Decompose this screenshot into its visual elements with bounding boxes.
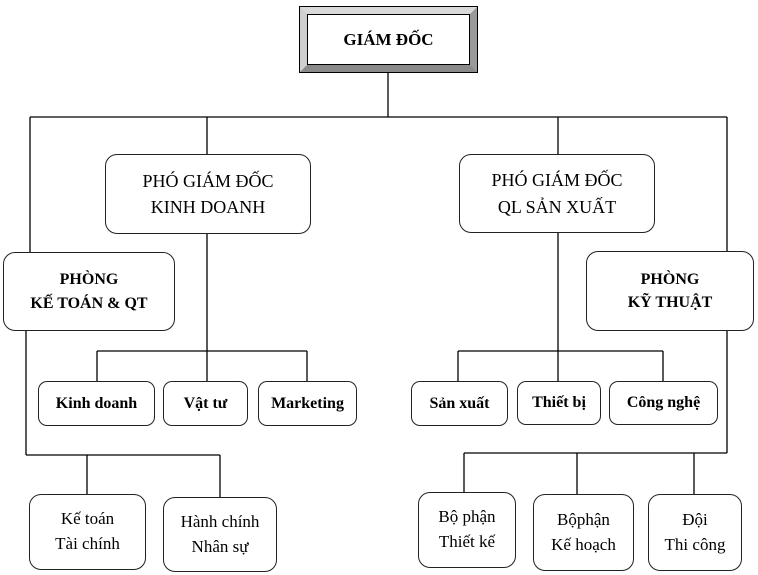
unit-marketing: Marketing — [258, 381, 357, 426]
unit-bo-phan-thiet-ke: Bộ phận Thiết kế — [418, 492, 516, 568]
unit-vat-tu-label: Vật tư — [183, 394, 228, 412]
vp-production-line1: PHÓ GIÁM ĐỐC — [491, 170, 623, 191]
unit-thiet-ke-line2: Thiết kế — [438, 532, 496, 551]
unit-bo-phan-ke-hoach: Bộphận Kế hoạch — [533, 494, 634, 571]
unit-thi-cong-line1: Đội — [682, 509, 708, 529]
unit-marketing-label: Marketing — [271, 394, 344, 412]
vp-business-line1: PHÓ GIÁM ĐỐC — [142, 170, 274, 191]
vp-production-box: PHÓ GIÁM ĐỐC QL SẢN XUẤT — [459, 154, 655, 233]
unit-thiet-bi-label: Thiết bị — [532, 394, 586, 412]
unit-cong-nghe: Công nghệ — [609, 381, 718, 425]
dept-technical-box: PHÒNG KỸ THUẬT — [586, 251, 754, 331]
unit-ke-hoach-line2: Kế hoạch — [551, 534, 616, 554]
dept-accounting-line1: PHÒNG — [59, 271, 119, 289]
dept-accounting-box: PHÒNG KẾ TOÁN & QT — [3, 252, 175, 331]
dept-technical-line2: KỸ THUẬT — [627, 294, 713, 311]
unit-ke-toan-line2: Tài chính — [55, 534, 120, 553]
unit-san-xuat-label: Sản xuất — [429, 394, 490, 412]
unit-hanh-chinh-nhan-su: Hành chính Nhân sự — [163, 497, 277, 572]
dept-accounting-line2: KẾ TOÁN & QT — [30, 294, 148, 312]
unit-hanh-chinh-line2: Nhân sự — [191, 536, 249, 556]
unit-thiet-bi: Thiết bị — [517, 381, 601, 425]
unit-kinh-doanh: Kinh doanh — [38, 381, 155, 426]
unit-vat-tu: Vật tư — [163, 381, 248, 426]
unit-thiet-ke-line1: Bộ phận — [438, 507, 496, 527]
unit-doi-thi-cong: Đội Thi công — [648, 494, 742, 571]
ceo-box: GIÁM ĐỐC — [299, 6, 478, 73]
ceo-label: GIÁM ĐỐC — [343, 29, 434, 49]
dept-technical-line1: PHÒNG — [640, 270, 700, 288]
vp-business-line2: KINH DOANH — [150, 197, 266, 217]
unit-hanh-chinh-line1: Hành chính — [180, 511, 260, 531]
unit-cong-nghe-label: Công nghệ — [626, 394, 701, 412]
unit-ke-toan-line1: Kế toán — [60, 509, 115, 529]
unit-kinh-doanh-label: Kinh doanh — [55, 394, 138, 412]
vp-business-box: PHÓ GIÁM ĐỐC KINH DOANH — [105, 154, 311, 234]
vp-production-line2: QL SẢN XUẤT — [497, 196, 617, 217]
unit-san-xuat: Sản xuất — [411, 381, 508, 426]
unit-ke-hoach-line1: Bộphận — [557, 509, 610, 529]
unit-ke-toan-tai-chinh: Kế toán Tài chính — [29, 494, 146, 570]
unit-thi-cong-line2: Thi công — [664, 534, 726, 554]
